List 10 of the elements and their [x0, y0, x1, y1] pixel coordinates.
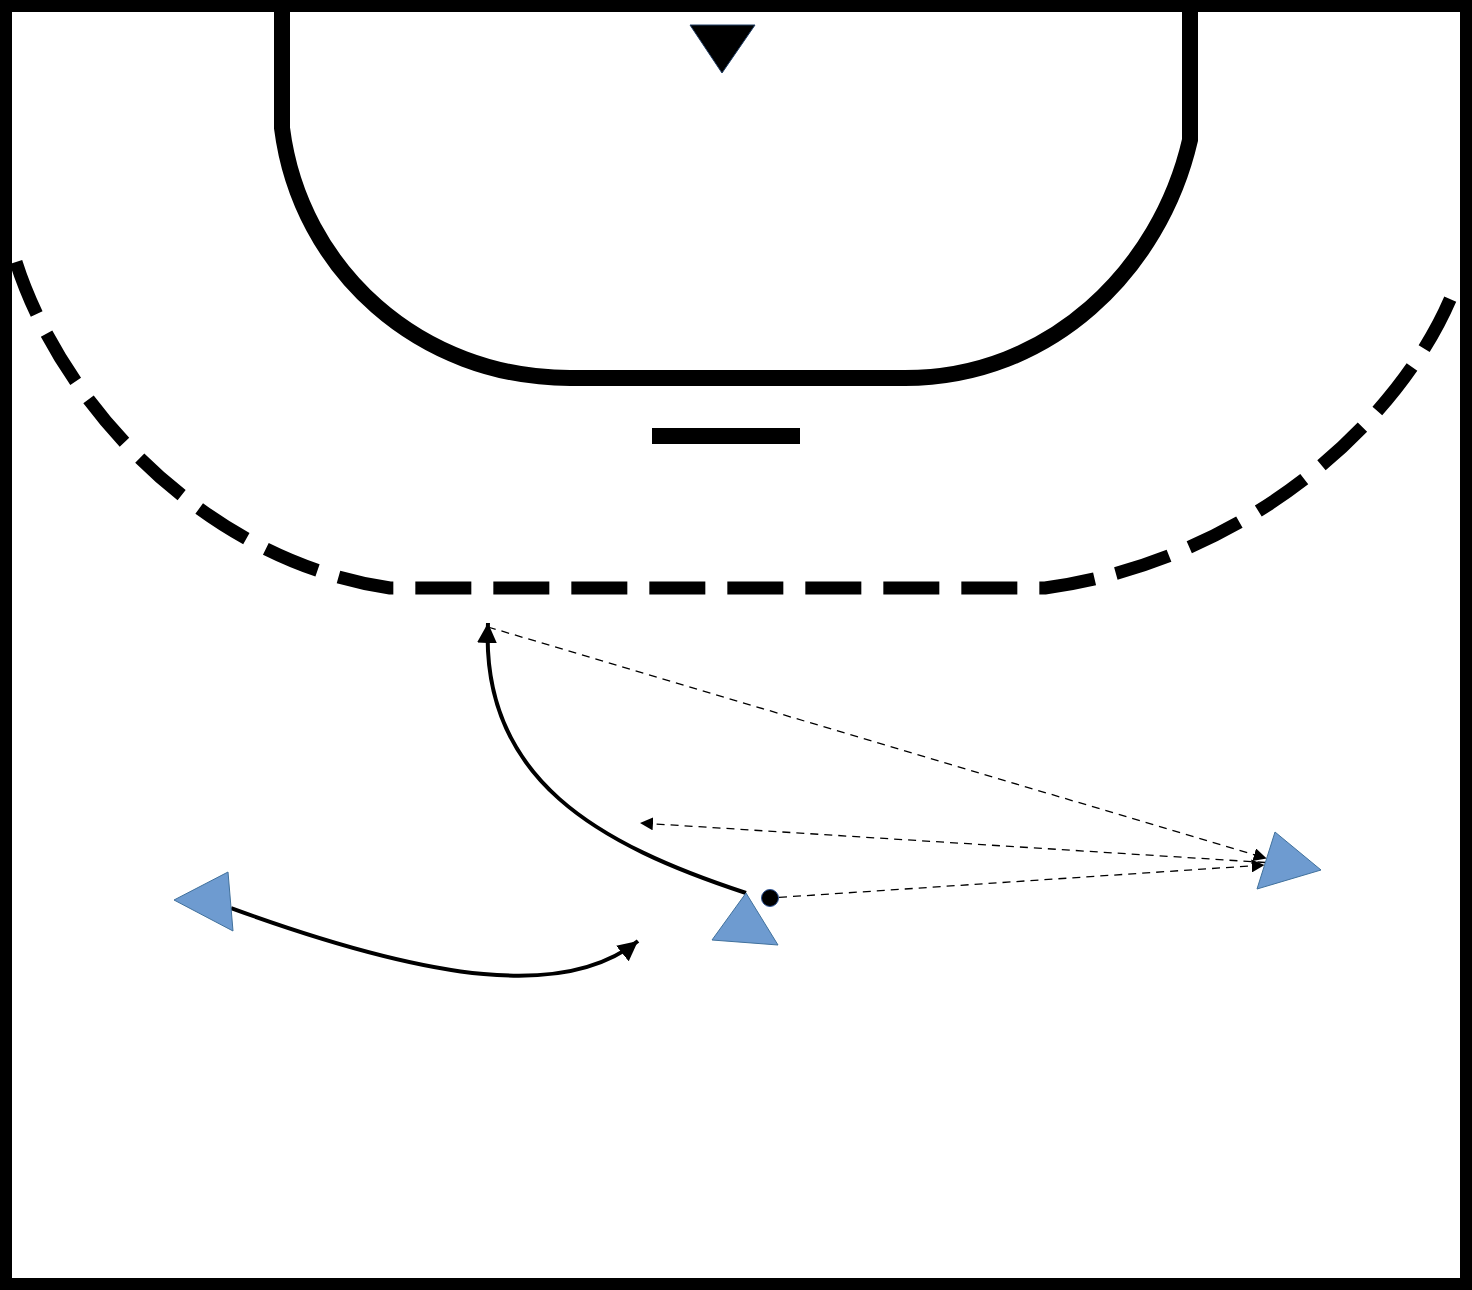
player-triangle	[712, 893, 778, 945]
dashed-arrow	[778, 859, 1266, 899]
player-triangle	[174, 872, 233, 931]
ball	[761, 889, 779, 907]
goalkeeper-triangle	[690, 25, 755, 73]
dashed-arrow	[639, 817, 1267, 864]
player-triangle	[1257, 832, 1321, 889]
curved-arrow	[230, 906, 640, 978]
dashed-arrow	[487, 626, 1268, 861]
curved-arrow	[478, 622, 747, 895]
